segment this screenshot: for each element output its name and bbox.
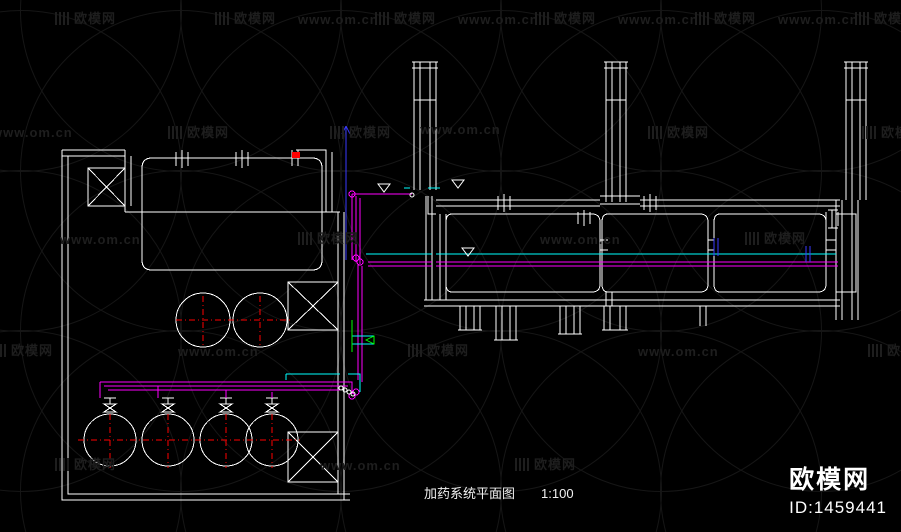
- watermark-cn: 欧模网: [868, 340, 901, 359]
- watermark-en: www.om.cn: [0, 125, 73, 140]
- site-brand: 欧模网 ID:1459441: [789, 465, 887, 518]
- watermark-cn: 欧模网: [298, 228, 359, 247]
- watermark-cn: 欧模网: [55, 8, 116, 27]
- watermark-en: www.om.cn: [618, 12, 699, 27]
- watermark-cn: 欧模网: [535, 8, 596, 27]
- watermark-en: www.om.cn: [778, 12, 859, 27]
- watermark-cn: 欧模网: [55, 454, 116, 473]
- watermark-cn: 欧模网: [855, 8, 901, 27]
- brand-name: 欧模网: [789, 465, 871, 495]
- watermark-cn: 欧模网: [408, 340, 469, 359]
- watermark-en: www.om.cn: [60, 232, 141, 247]
- watermark-cn: 欧模网: [862, 122, 901, 141]
- watermark-en: www.om.cn: [638, 344, 719, 359]
- watermark-en: www.om.cn: [420, 122, 501, 137]
- watermark-cn: 欧模网: [215, 8, 276, 27]
- watermark-en: www.om.cn: [298, 12, 379, 27]
- watermark-cn: 欧模网: [745, 228, 806, 247]
- watermark-en: www.om.cn: [458, 12, 539, 27]
- drawing-title-text: 加药系统平面图: [424, 487, 516, 502]
- watermark-cn: 欧模网: [168, 122, 229, 141]
- drawing-title: 加药系统平面图 1:100: [424, 483, 574, 502]
- watermark-cn: 欧模网: [648, 122, 709, 141]
- brand-id: ID:1459441: [789, 498, 887, 517]
- watermark-cn: 欧模网: [375, 8, 436, 27]
- watermark-cn: 欧模网: [330, 122, 391, 141]
- watermark-cn: 欧模网: [0, 340, 53, 359]
- watermark-en: www.om.cn: [540, 232, 621, 247]
- drawing-scale: 1:100: [541, 486, 574, 501]
- watermark-cn: 欧模网: [695, 8, 756, 27]
- watermark-cn: 欧模网: [515, 454, 576, 473]
- watermark-en: www.om.cn: [178, 344, 259, 359]
- watermark-en: www.om.cn: [320, 458, 401, 473]
